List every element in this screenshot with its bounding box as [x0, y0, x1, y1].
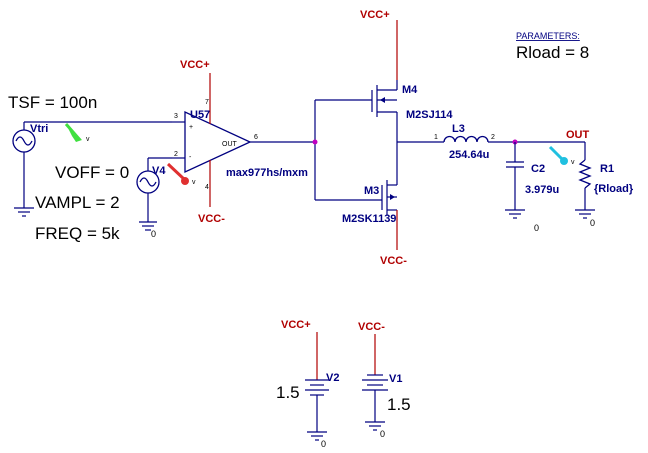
mosfet-m4[interactable] [371, 20, 398, 142]
m3-model: M2SK1139 [342, 213, 396, 225]
net-label-out: OUT [566, 129, 590, 141]
battery-v1[interactable] [362, 334, 388, 431]
vtri-label: Vtri [30, 123, 48, 135]
vtri-source[interactable] [12, 121, 172, 217]
inductor-pin1: 1 [434, 134, 438, 141]
opamp-pin3: 3 [174, 113, 178, 120]
resistor-value: {Rload} [594, 183, 634, 195]
param-rload: Rload = 8 [516, 43, 589, 62]
capacitor-value: 3.979u [525, 184, 559, 196]
capacitor-c2[interactable] [505, 142, 525, 219]
opamp-vcc-minus: VCC- [198, 213, 225, 225]
v1-name: V1 [389, 373, 402, 385]
opamp-plus-pin: + [189, 124, 193, 131]
mosfet-m3[interactable] [381, 142, 398, 250]
probe-green-label: v [86, 136, 90, 143]
m4-name: M4 [402, 84, 418, 96]
v4-vampl: VAMPL = 2 [35, 193, 120, 212]
opamp-out-label: OUT [222, 141, 238, 148]
opamp-minus-pin: - [189, 154, 192, 161]
m3-name: M3 [364, 185, 379, 197]
v2-vcc-plus: VCC+ [281, 319, 311, 331]
sine-icon [139, 177, 157, 187]
opamp-pin2: 2 [174, 151, 178, 158]
opamp-name: U57 [190, 109, 210, 121]
voltage-probe-green[interactable]: v [64, 123, 90, 143]
capacitor-ground-label: 0 [534, 223, 539, 233]
opamp-vcc-plus: VCC+ [180, 59, 210, 71]
inductor-pin2: 2 [491, 134, 495, 141]
probe-red-label: v [192, 179, 196, 186]
capacitor-name: C2 [531, 163, 545, 175]
v4-label: V4 [152, 165, 166, 177]
battery-v2[interactable] [305, 332, 329, 441]
junction-dot [312, 139, 318, 145]
parameters-header: PARAMETERS: [516, 31, 580, 41]
opamp-model: max977hs/mxm [226, 167, 308, 179]
v4-voff: VOFF = 0 [55, 163, 129, 182]
v4-freq: FREQ = 5k [35, 224, 120, 243]
vtri-tsf: TSF = 100n [8, 93, 97, 112]
opamp-pin6: 6 [254, 134, 258, 141]
m4-model: M2SJ114 [406, 109, 453, 121]
m4-vcc-plus: VCC+ [360, 9, 390, 21]
v4-source[interactable] [136, 157, 172, 231]
inductor-l3[interactable] [443, 135, 489, 143]
inductor-name: L3 [452, 123, 465, 135]
opamp-u57[interactable] [172, 73, 315, 207]
v1-vcc-minus: VCC- [358, 321, 385, 333]
v2-value: 1.5 [276, 383, 300, 402]
v1-ground-label: 0 [380, 429, 385, 439]
m3-vcc-minus: VCC- [380, 255, 407, 267]
resistor-name: R1 [600, 163, 614, 175]
voltage-probe-red[interactable]: v [166, 162, 196, 186]
v4-ground-label: 0 [151, 229, 156, 239]
probe-cyan-label: v [571, 159, 575, 166]
inductor-value: 254.64u [449, 149, 489, 161]
opamp-pin4: 4 [205, 184, 209, 191]
sine-icon [15, 136, 33, 146]
resistor-ground-label: 0 [590, 218, 595, 228]
gate-drive-wires [312, 99, 382, 201]
opamp-triangle [184, 110, 252, 174]
v2-name: V2 [326, 372, 339, 384]
voltage-probe-cyan[interactable]: v [548, 145, 575, 166]
v2-ground-label: 0 [321, 439, 326, 449]
v1-value: 1.5 [387, 395, 411, 414]
resistor-r1[interactable] [575, 142, 595, 219]
opamp-pin7: 7 [205, 99, 209, 106]
